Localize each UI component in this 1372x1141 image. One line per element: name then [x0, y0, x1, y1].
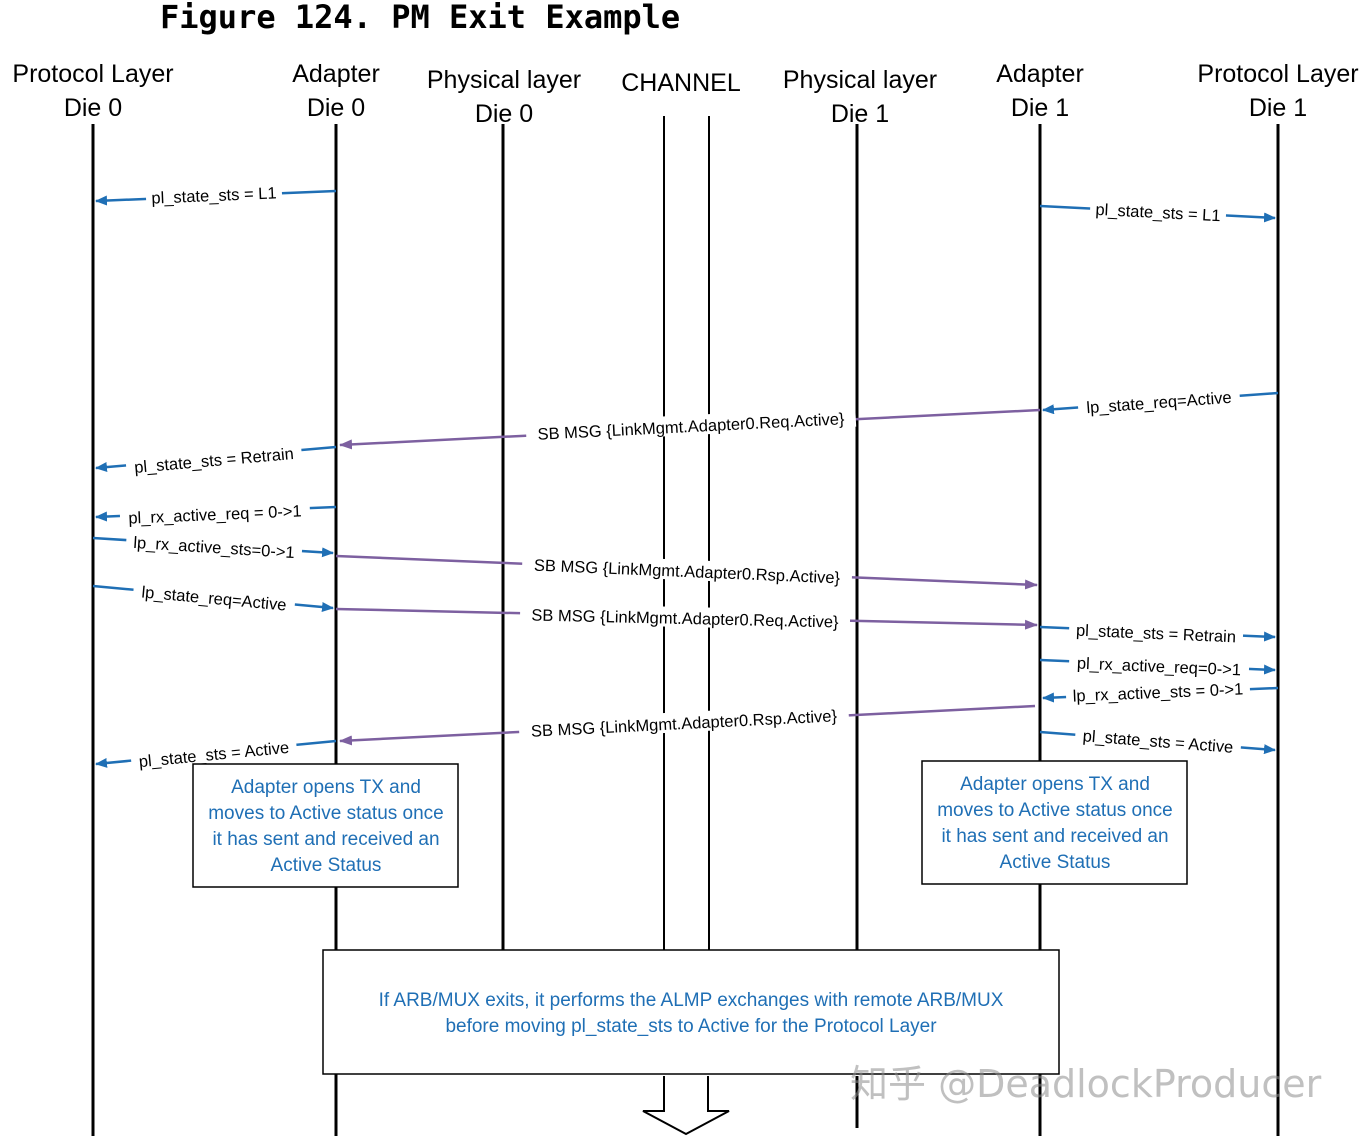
- svg-text:lp_rx_active_sts=0->1: lp_rx_active_sts=0->1: [133, 534, 295, 562]
- note-line: Active Status: [1000, 852, 1111, 873]
- figure-title: Figure 124. PM Exit Example: [160, 0, 680, 36]
- lane-header-channel: CHANNEL: [621, 69, 741, 97]
- lane-header-adapter-die0: Adapter Die 0: [292, 60, 380, 122]
- lane-header-protocol-die0: Protocol Layer Die 0: [12, 60, 173, 122]
- message-label: pl_state_sts = L1: [145, 181, 283, 208]
- lane-title: Protocol Layer: [1197, 60, 1358, 88]
- message-label: pl_state_sts = L1: [1089, 197, 1227, 225]
- note-adapter-die0: Adapter opens TX and moves to Active sta…: [192, 763, 459, 888]
- note-line: moves to Active status once: [208, 803, 444, 824]
- lane-header-protocol-die1: Protocol Layer Die 1: [1197, 60, 1358, 122]
- message-label: lp_state_req=Active: [132, 579, 296, 615]
- message-label: SB MSG {LinkMgmt.Adapter0.Req.Active}: [525, 406, 857, 444]
- continuation-arrow-icon: [642, 1076, 730, 1136]
- note-line: Adapter opens TX and: [960, 774, 1150, 795]
- lane-title: Physical layer: [783, 66, 937, 94]
- svg-text:pl_state_sts = L1: pl_state_sts = L1: [151, 184, 277, 207]
- note-line: Active Status: [271, 855, 382, 876]
- message-label: pl_state_sts = Retrain: [1068, 618, 1244, 646]
- lane-header-adapter-die1: Adapter Die 1: [996, 60, 1084, 122]
- message-label: lp_state_req=Active: [1077, 385, 1241, 418]
- message-label: lp_rx_active_sts=0->1: [125, 530, 303, 562]
- note-arbmux: If ARB/MUX exits, it performs the ALMP e…: [322, 949, 1060, 1075]
- message-label: SB MSG {LinkMgmt.Adapter0.Rsp.Active}: [521, 553, 853, 587]
- lane-header-physical-die1: Physical layer Die 1: [783, 66, 937, 128]
- lane-title: Adapter: [292, 60, 380, 88]
- lane-title: Protocol Layer: [12, 60, 173, 88]
- message-label: pl_rx_active_req=0->1: [1068, 651, 1250, 679]
- svg-text:lp_state_req=Active: lp_state_req=Active: [1086, 389, 1232, 418]
- note-line: it has sent and received an: [941, 826, 1168, 847]
- message-label: pl_rx_active_req = 0->1: [119, 499, 311, 528]
- lane-subtitle: Die 0: [475, 100, 533, 128]
- note-line: it has sent and received an: [212, 829, 439, 850]
- lane-subtitle: Die 1: [831, 100, 889, 128]
- message-label: lp_rx_active_sts = 0->1: [1065, 677, 1251, 706]
- note-line: before moving pl_state_sts to Active for…: [445, 1016, 937, 1037]
- message-label: pl_state_sts = Retrain: [125, 441, 303, 477]
- lane-subtitle: Die 1: [1249, 94, 1307, 122]
- lane-header-physical-die0: Physical layer Die 0: [427, 66, 581, 128]
- lane-subtitle: Die 1: [1011, 94, 1069, 122]
- note-line: moves to Active status once: [937, 800, 1173, 821]
- watermark: 知乎 @DeadlockProducer: [850, 1062, 1322, 1106]
- lane-subtitle: Die 0: [307, 94, 365, 122]
- lane-title: Adapter: [996, 60, 1084, 88]
- message-label: pl_state_sts = Active: [1074, 723, 1242, 757]
- note-line: If ARB/MUX exits, it performs the ALMP e…: [379, 990, 1004, 1011]
- lane-title: Physical layer: [427, 66, 581, 94]
- note-adapter-die1: Adapter opens TX and moves to Active sta…: [921, 760, 1188, 885]
- lane-subtitle: Die 0: [64, 94, 122, 122]
- message-label: SB MSG {LinkMgmt.Adapter0.Rsp.Active}: [518, 703, 850, 741]
- lane-title: CHANNEL: [621, 69, 741, 97]
- message-label: SB MSG {LinkMgmt.Adapter0.Req.Active}: [519, 603, 851, 631]
- note-line: Adapter opens TX and: [231, 777, 421, 798]
